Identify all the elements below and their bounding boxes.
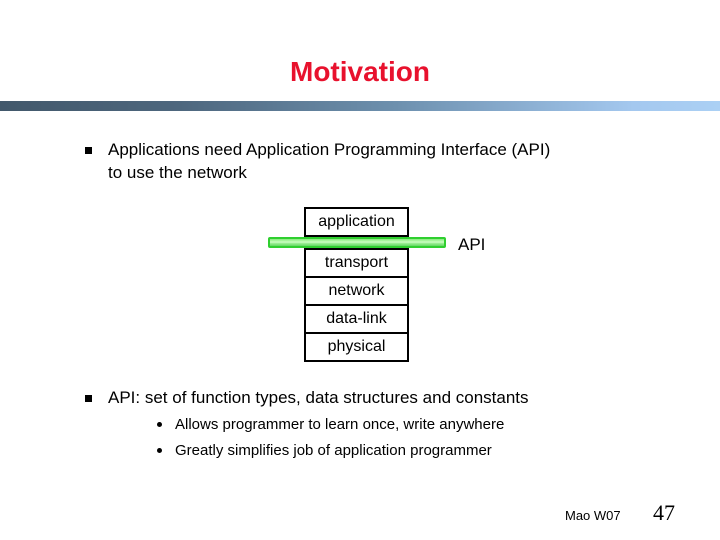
sub-bullet-list: Allows programmer to learn once, write a… <box>157 412 504 464</box>
dot-bullet-icon <box>157 422 162 427</box>
square-bullet-icon <box>85 147 92 154</box>
sub-bullet-text: Allows programmer to learn once, write a… <box>175 416 505 433</box>
bullet-item-api-definition: API: set of function types, data structu… <box>85 386 529 409</box>
api-label: API <box>458 235 486 254</box>
layer-box-physical: physical <box>304 332 409 362</box>
bullet-text-line: Applications need Application Programmin… <box>108 140 551 159</box>
sub-bullet-text: Greatly simplifies job of application pr… <box>175 442 492 459</box>
bullet-text: API: set of function types, data structu… <box>108 388 529 407</box>
layer-box-transport: transport <box>304 248 409 278</box>
title-divider <box>0 101 720 111</box>
bullet-text: Applications need Application Programmin… <box>108 138 550 184</box>
footer-author: Mao W07 <box>565 508 621 523</box>
page-title: Motivation <box>290 56 430 87</box>
square-bullet-icon <box>85 395 92 402</box>
sub-bullet-item: Allows programmer to learn once, write a… <box>157 412 504 438</box>
layer-box-data-link: data-link <box>304 304 409 334</box>
layer-box-network: network <box>304 276 409 306</box>
api-bar <box>268 237 446 248</box>
bullet-item-api-need: Applications need Application Programmin… <box>85 138 550 184</box>
protocol-stack: transport network data-link physical <box>304 248 409 362</box>
page-number: 47 <box>653 500 675 525</box>
dot-bullet-icon <box>157 448 162 453</box>
sub-bullet-item: Greatly simplifies job of application pr… <box>157 438 504 464</box>
bullet-text-line: to use the network <box>108 163 247 182</box>
layer-box-application: application <box>304 207 409 237</box>
